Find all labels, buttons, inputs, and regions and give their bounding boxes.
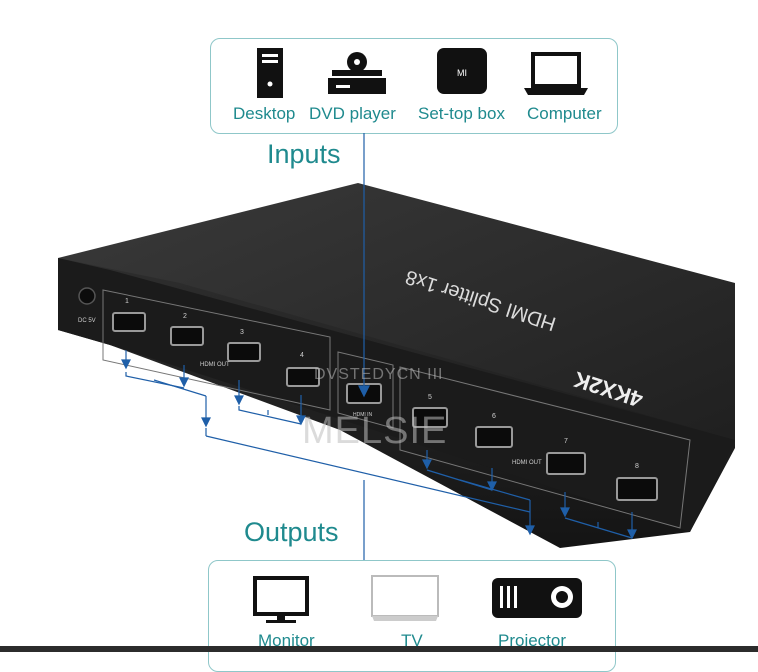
inputs-heading: Inputs: [267, 139, 341, 169]
hdmi-splitter-device: HDMI Splitter 1x8 4KX2K DC 5V 1 2 3 4 5 …: [58, 183, 735, 548]
hdmi-port-2: [170, 326, 204, 346]
laptop-icon: [524, 52, 588, 95]
output-label-monitor: Monitor: [258, 631, 315, 650]
hdmi-port-1: [112, 312, 146, 332]
input-label-set-top-box: Set-top box: [418, 104, 505, 123]
hdmi-port-6: [475, 426, 513, 448]
port-number-3: 3: [240, 329, 244, 336]
port-number-7: 7: [564, 438, 568, 445]
hdmi-port-3: [227, 342, 261, 362]
input-label-computer: Computer: [527, 104, 602, 123]
input-label-desktop: Desktop: [233, 104, 296, 123]
monitor-icon: [253, 576, 309, 623]
dc-jack: [78, 287, 96, 305]
output-label-tv: TV: [401, 631, 423, 650]
input-label-dvd-player: DVD player: [309, 104, 396, 123]
signal-flow-lines: [121, 133, 637, 560]
port-number-4: 4: [300, 352, 304, 359]
hdmi-in-label: HDMI IN: [353, 412, 373, 418]
inputs-icons: MI: [257, 48, 588, 98]
watermark-store: DVSTEDYCN III: [314, 366, 444, 383]
hdmi-port-4: [286, 367, 320, 387]
projector-icon: [492, 578, 582, 618]
output-label-projector: Projector: [498, 631, 567, 650]
hdmi-port-8: [616, 477, 658, 501]
port-number-2: 2: [183, 313, 187, 320]
dvd-player-icon: [328, 52, 386, 94]
hdmi-port-5: [412, 407, 448, 428]
watermark-brand: MELSIE: [302, 410, 448, 452]
outputs-heading: Outputs: [244, 517, 339, 547]
port-number-1: 1: [125, 298, 129, 305]
outputs-icons: [253, 575, 582, 623]
dc-label: DC 5V: [78, 318, 96, 324]
hdmi-out-label-1: HDMI OUT: [200, 362, 230, 368]
bottom-bar: [0, 646, 758, 652]
svg-text:MI: MI: [457, 68, 467, 78]
port-number-6: 6: [492, 413, 496, 420]
desktop-icon: [257, 48, 283, 98]
hdmi-out-label-2: HDMI OUT: [512, 460, 542, 466]
port-number-5: 5: [428, 394, 432, 401]
set-top-box-icon: MI: [437, 48, 487, 94]
hdmi-port-7: [546, 452, 586, 475]
product-infographic: MI Desktop DVD player Set-top box Comput…: [0, 38, 758, 672]
tv-icon: [371, 575, 439, 621]
port-number-8: 8: [635, 463, 639, 470]
